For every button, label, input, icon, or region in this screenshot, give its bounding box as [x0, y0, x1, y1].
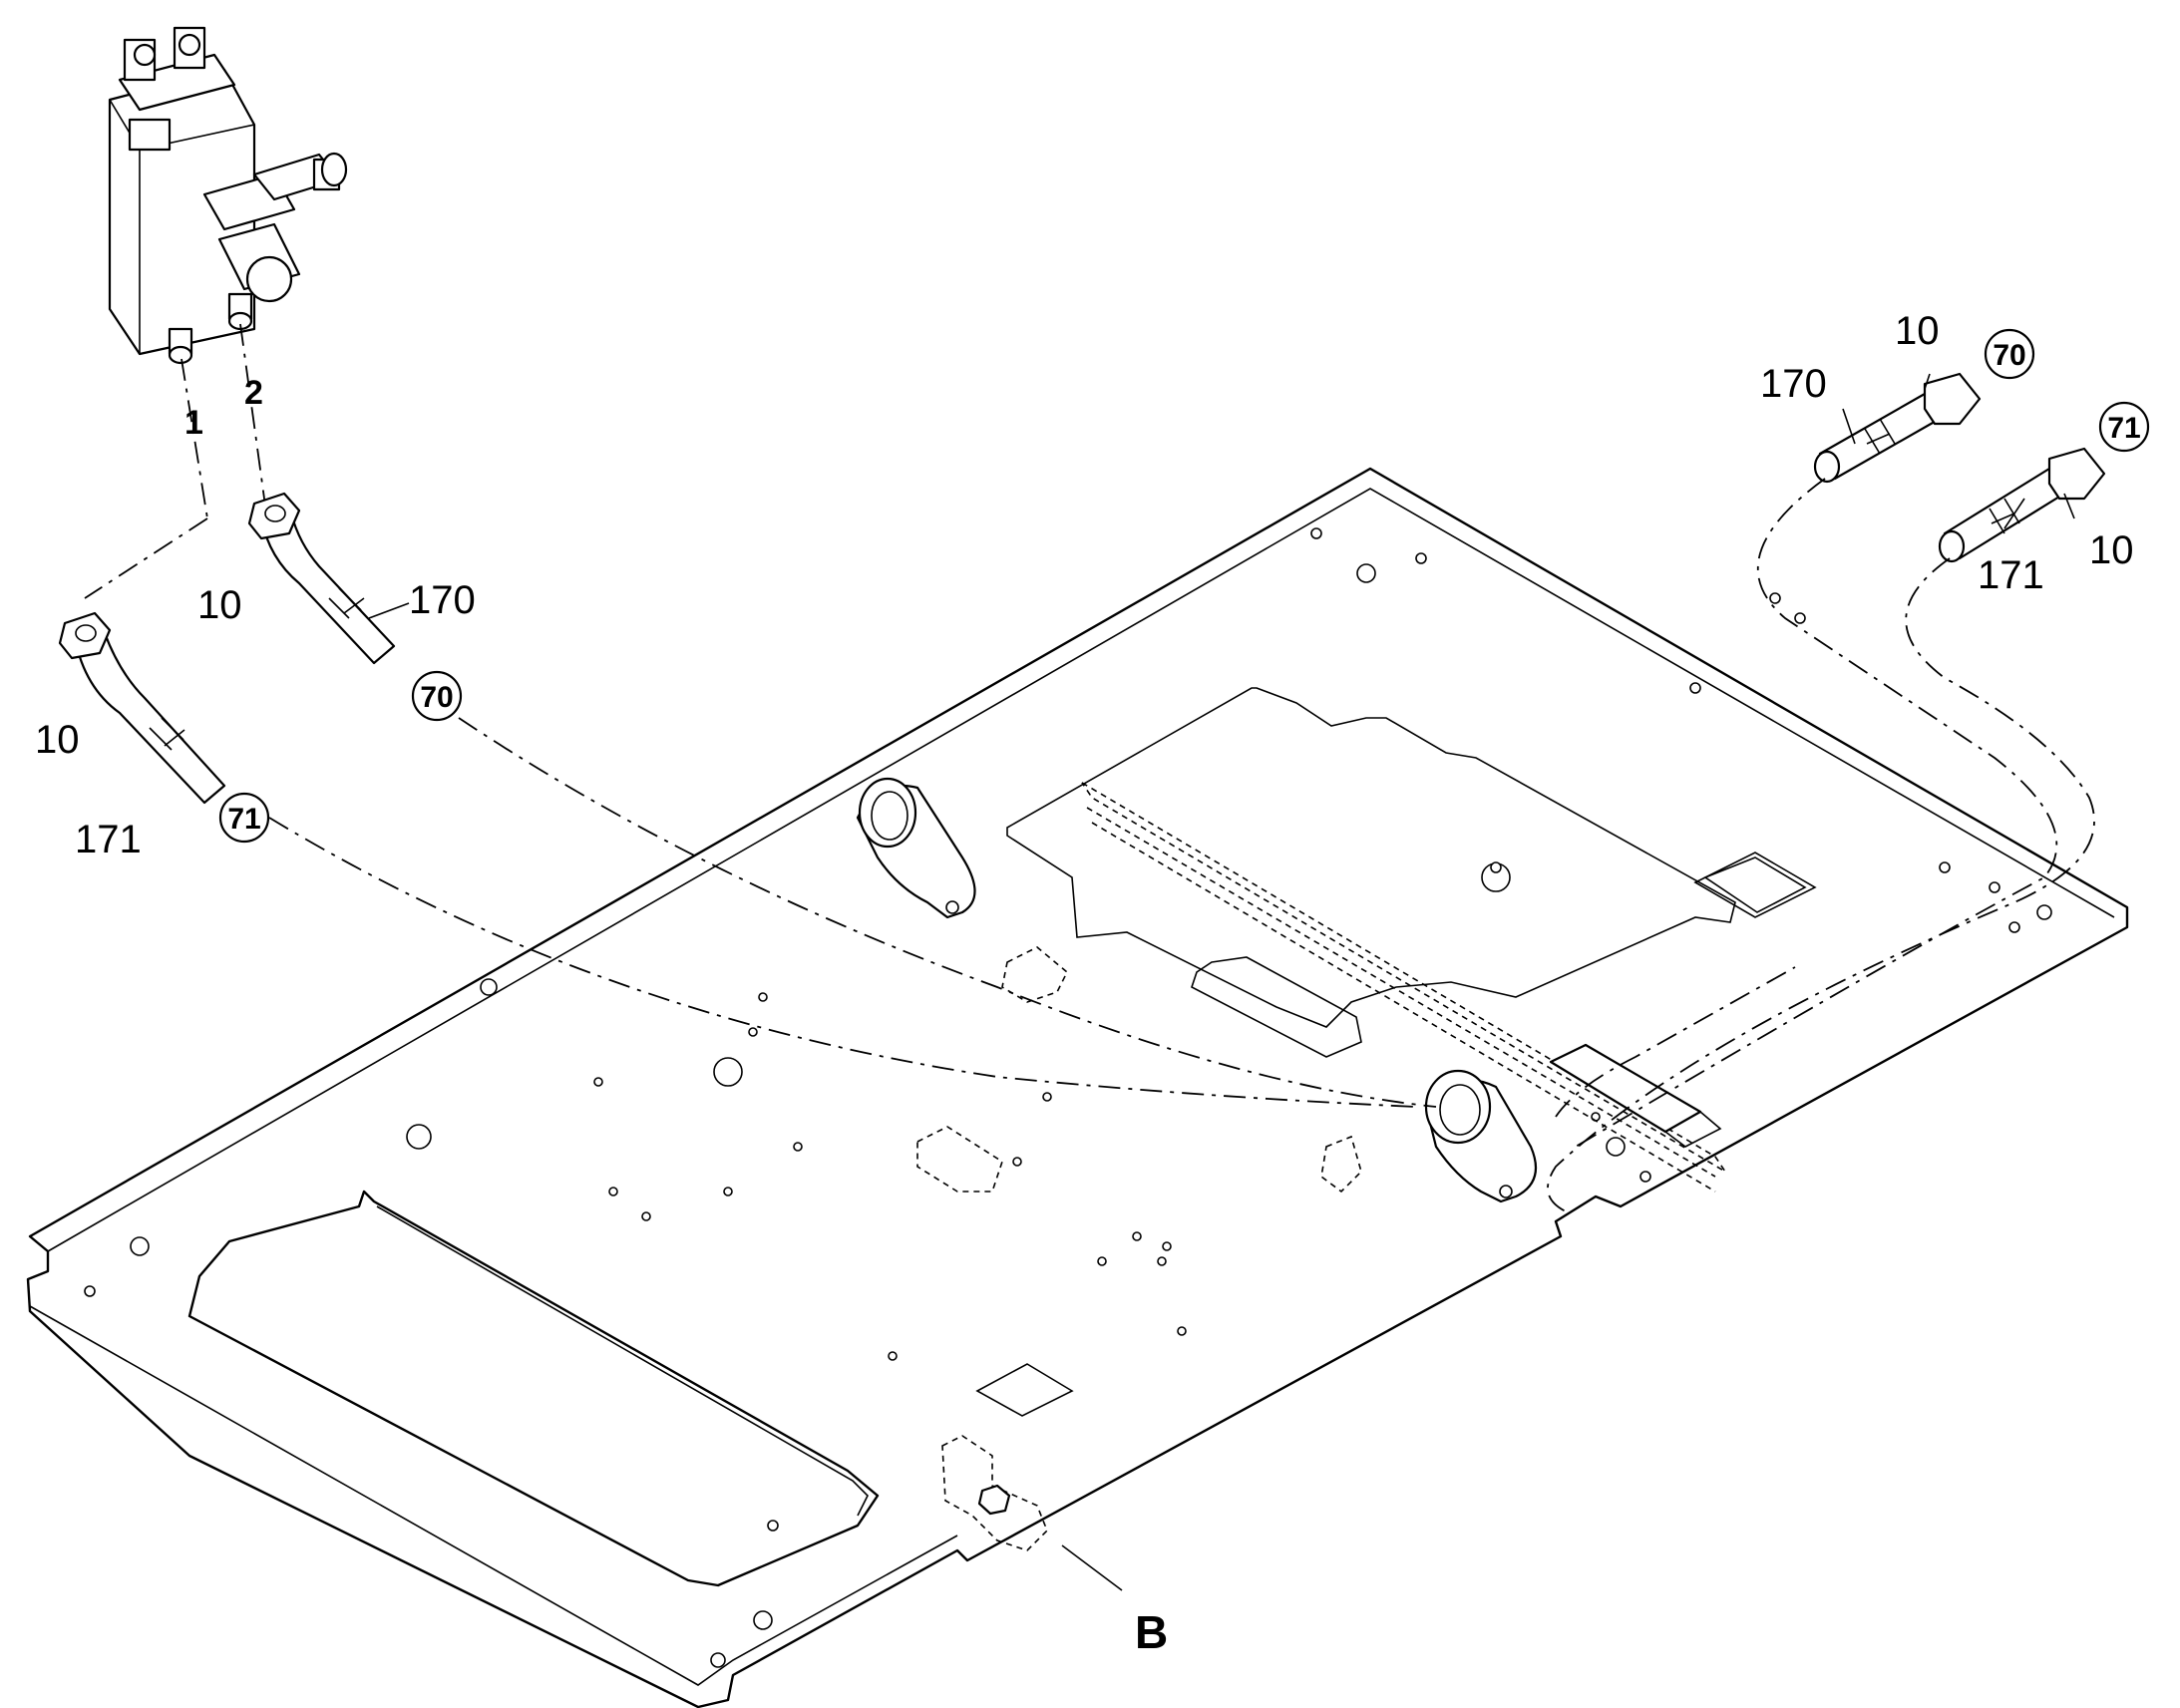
right-hose-170	[1813, 372, 1982, 484]
elbow-outlet-lower	[1424, 1069, 1538, 1203]
port-2-label: 2	[244, 374, 263, 412]
right-ref-label-a: 70	[1993, 339, 2025, 372]
left-hose-label-b: 171	[75, 818, 142, 861]
left-fitting-label-b: 10	[35, 718, 80, 762]
port-1-label: 1	[184, 404, 203, 442]
left-hose-label-a: 170	[409, 578, 476, 622]
right-fitting-label-b: 10	[2089, 528, 2134, 572]
right-ref-callout-70: 70	[1984, 328, 2035, 380]
left-ref-callout-70: 70	[411, 670, 463, 722]
right-ref-callout-71: 71	[2098, 401, 2150, 453]
right-fitting-label-a: 10	[1895, 309, 1940, 353]
left-ref-label-a: 70	[420, 681, 453, 714]
left-hose-171	[58, 611, 226, 805]
right-hose-171	[1938, 447, 2106, 563]
left-fitting-label-a: 10	[197, 583, 242, 627]
left-ref-callout-71: 71	[218, 792, 270, 844]
floor-plate	[26, 467, 2129, 1708]
right-hose-label-a: 170	[1760, 362, 1827, 406]
right-hose-label-b: 171	[1978, 553, 2044, 597]
view-b-label: B	[1135, 1606, 1168, 1658]
left-hose-170	[247, 492, 396, 665]
bracket-b	[941, 1435, 1048, 1551]
elbow-outlet-upper	[856, 777, 976, 919]
right-ref-label-b: 71	[2107, 412, 2140, 445]
left-ref-label-b: 71	[227, 803, 260, 836]
valve-block	[108, 26, 348, 365]
